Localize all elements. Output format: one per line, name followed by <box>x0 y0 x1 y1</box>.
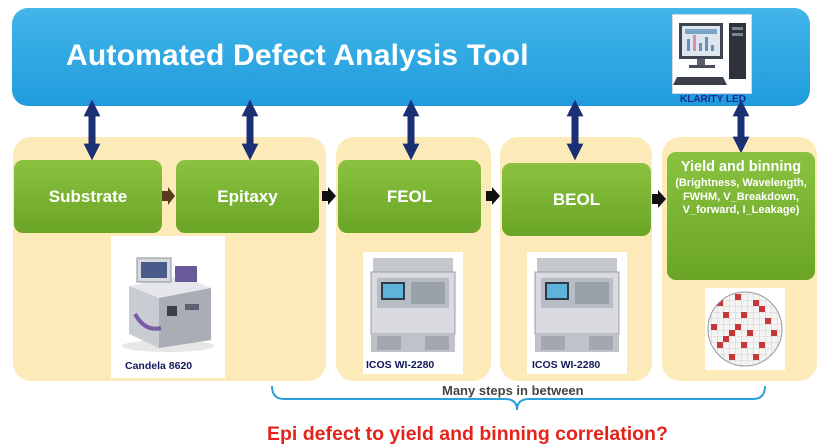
candela-instrument-photo: Candela 8620 <box>111 236 225 378</box>
flow-arrow-icon <box>652 190 666 208</box>
icos-label-beol: ICOS WI-2280 <box>532 359 601 371</box>
step-substrate: Substrate <box>14 160 162 233</box>
candela-label: Candela 8620 <box>125 360 193 372</box>
bracket-label: Many steps in between <box>442 383 584 398</box>
icos-instrument-photo-beol: ICOS WI-2280 <box>527 252 627 374</box>
step-epitaxy: Epitaxy <box>176 160 319 233</box>
step-yield-binning: Yield and binning (Brightness, Wavelengt… <box>667 152 815 280</box>
flow-arrow-icon <box>162 187 175 205</box>
correlation-question: Epi defect to yield and binning correlat… <box>267 423 668 445</box>
header-title: Automated Defect Analysis Tool <box>66 39 529 72</box>
wafer-map-icon <box>705 288 785 370</box>
tool-label: KLARITY LED <box>680 94 746 105</box>
yield-title: Yield and binning <box>680 159 802 175</box>
step-beol: BEOL <box>502 163 651 236</box>
icos-label-feol: ICOS WI-2280 <box>366 359 435 371</box>
yield-parameters: (Brightness, Wavelength, FWHM, V_Breakdo… <box>675 177 807 216</box>
icos-instrument-photo-feol: ICOS WI-2280 <box>363 252 463 374</box>
computer-icon <box>672 14 752 94</box>
step-feol: FEOL <box>338 160 481 233</box>
flow-arrow-icon <box>322 187 336 205</box>
bracket <box>271 385 766 411</box>
flow-arrow-icon <box>486 187 500 205</box>
